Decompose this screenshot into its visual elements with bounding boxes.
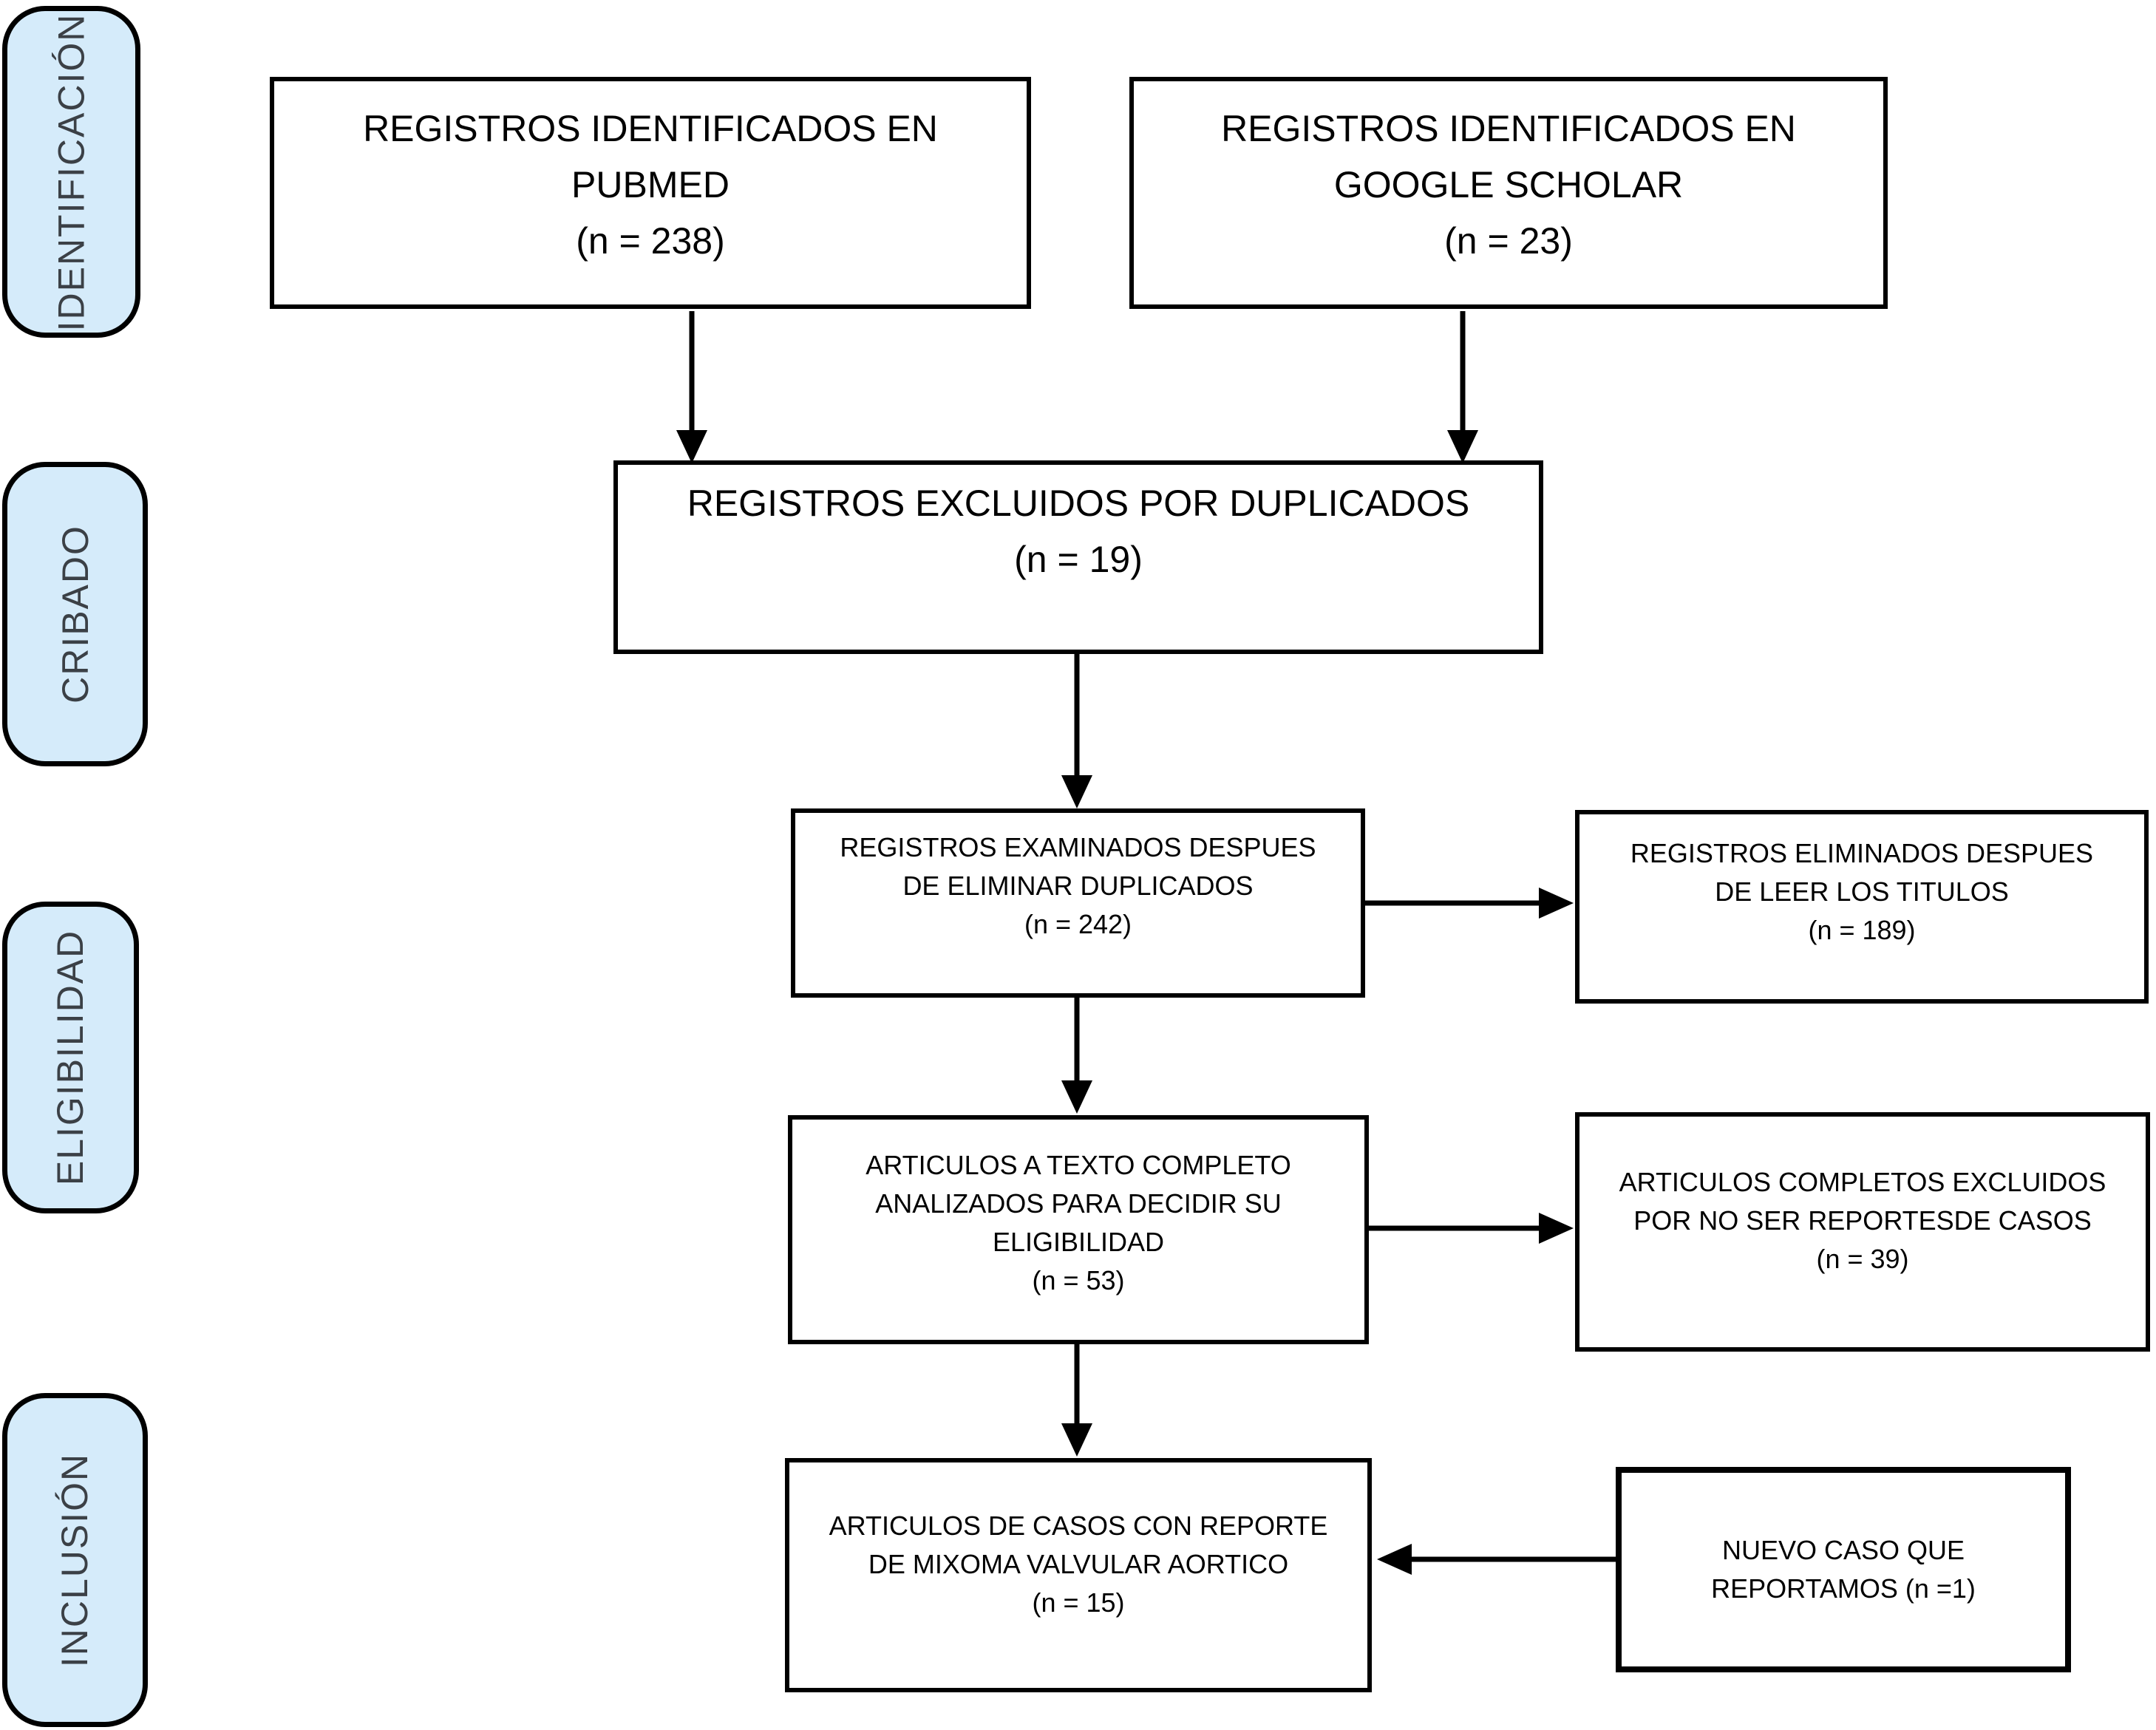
- box-text-line: REGISTROS ELIMINADOS DESPUES: [1630, 838, 2094, 868]
- stage-label-cribado-text: CRIBADO: [54, 525, 96, 704]
- arrowhead-pubmed-to-duplicados: [676, 430, 707, 463]
- stage-label-inclusion: INCLUSIÓN: [2, 1393, 148, 1727]
- box-text-line: NUEVO CASO QUE: [1721, 1535, 1965, 1565]
- box-text-line: REPORTAMOS (n =1): [1711, 1573, 1976, 1604]
- stage-label-inclusion-text: INCLUSIÓN: [54, 1452, 96, 1668]
- box-text-line: ELIGIBILIDAD: [992, 1227, 1165, 1257]
- box-text-line: ARTICULOS A TEXTO COMPLETO: [866, 1150, 1291, 1180]
- box-count-line: (n = 23): [1444, 220, 1573, 262]
- box-text-line: POR NO SER REPORTESDE CASOS: [1633, 1205, 2092, 1236]
- box-count-line: (n = 15): [1032, 1587, 1125, 1618]
- flow-box-new-reported-case: NUEVO CASO QUE REPORTAMOS (n =1): [1616, 1467, 2071, 1672]
- arrowhead-duplicados-to-examinados: [1061, 775, 1092, 808]
- box-text-line: ARTICULOS DE CASOS CON REPORTE: [829, 1510, 1328, 1541]
- flow-box-records-screened: REGISTROS EXAMINADOS DESPUES DE ELIMINAR…: [791, 808, 1365, 998]
- box-count-line: (n = 242): [1024, 909, 1132, 939]
- flow-box-records-removed-by-title: REGISTROS ELIMINADOS DESPUES DE LEER LOS…: [1575, 810, 2149, 1004]
- arrowhead-google-to-duplicados: [1447, 430, 1478, 463]
- box-count-line: (n = 19): [1014, 539, 1143, 580]
- arrowhead-texto-completo-to-mixoma: [1061, 1423, 1092, 1457]
- box-text-line: GOOGLE SCHOLAR: [1333, 164, 1684, 205]
- box-text-line: DE LEER LOS TITULOS: [1715, 876, 2009, 907]
- flow-box-google-scholar-records: REGISTROS IDENTIFICADOS EN GOOGLE SCHOLA…: [1129, 77, 1888, 309]
- box-text-line: PUBMED: [571, 164, 730, 205]
- flow-box-fulltext-assessed: ARTICULOS A TEXTO COMPLETO ANALIZADOS PA…: [788, 1115, 1369, 1344]
- stage-label-cribado: CRIBADO: [2, 462, 148, 766]
- flow-box-fulltext-excluded: ARTICULOS COMPLETOS EXCLUIDOS POR NO SER…: [1575, 1112, 2150, 1352]
- box-text-line: REGISTROS IDENTIFICADOS EN: [363, 108, 938, 149]
- box-text-line: REGISTROS EXCLUIDOS POR DUPLICADOS: [687, 483, 1470, 524]
- flow-box-included-case-reports: ARTICULOS DE CASOS CON REPORTE DE MIXOMA…: [785, 1458, 1372, 1692]
- box-text-line: ANALIZADOS PARA DECIDIR SU: [875, 1188, 1282, 1219]
- box-text-line: ARTICULOS COMPLETOS EXCLUIDOS: [1619, 1167, 2106, 1197]
- arrowhead-texto-completo-to-excluidos: [1539, 1213, 1574, 1244]
- stage-label-eligibilidad-text: ELIGIBILIDAD: [50, 929, 92, 1186]
- arrowhead-examinados-to-eliminados: [1539, 888, 1574, 919]
- flow-box-duplicates-excluded: REGISTROS EXCLUIDOS POR DUPLICADOS (n = …: [613, 460, 1543, 654]
- flow-box-pubmed-records: REGISTROS IDENTIFICADOS EN PUBMED (n = 2…: [270, 77, 1031, 309]
- box-text-line: REGISTROS IDENTIFICADOS EN: [1221, 108, 1796, 149]
- box-text-line: REGISTROS EXAMINADOS DESPUES: [840, 832, 1316, 862]
- box-count-line: (n = 238): [576, 220, 725, 262]
- stage-label-identificacion: IDENTIFICACIÓN: [2, 6, 140, 338]
- stage-label-eligibilidad: ELIGIBILIDAD: [2, 902, 139, 1213]
- arrowhead-examinados-to-texto-completo: [1061, 1080, 1092, 1114]
- box-text-line: DE ELIMINAR DUPLICADOS: [902, 871, 1254, 901]
- box-count-line: (n = 189): [1808, 915, 1916, 945]
- box-count-line: (n = 53): [1032, 1265, 1125, 1295]
- box-count-line: (n = 39): [1816, 1244, 1909, 1274]
- stage-label-identificacion-text: IDENTIFICACIÓN: [50, 13, 92, 331]
- box-text-line: DE MIXOMA VALVULAR AORTICO: [868, 1548, 1289, 1579]
- arrowhead-nuevo-caso-to-mixoma: [1377, 1544, 1412, 1575]
